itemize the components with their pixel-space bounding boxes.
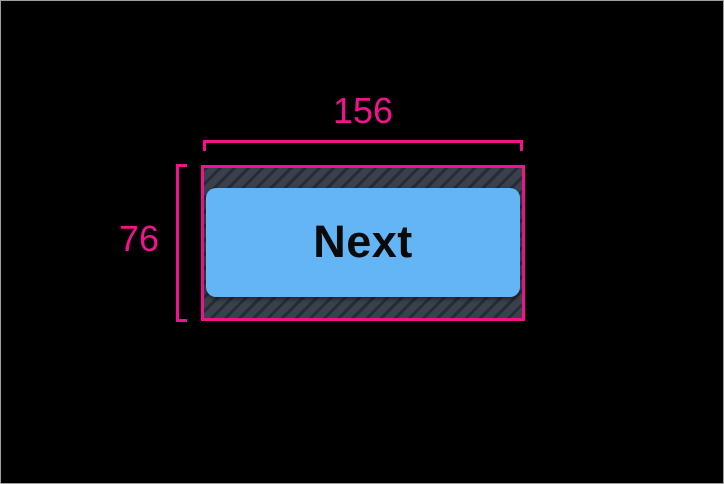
next-button-label: Next bbox=[313, 216, 413, 267]
selected-widget-bounds: Next bbox=[201, 165, 525, 321]
width-dimension-bracket bbox=[203, 140, 523, 151]
width-dimension-label: 156 bbox=[332, 90, 394, 131]
height-dimension-label: 76 bbox=[118, 218, 159, 259]
next-button[interactable]: Next bbox=[206, 188, 520, 297]
height-dimension-bracket bbox=[176, 164, 187, 322]
